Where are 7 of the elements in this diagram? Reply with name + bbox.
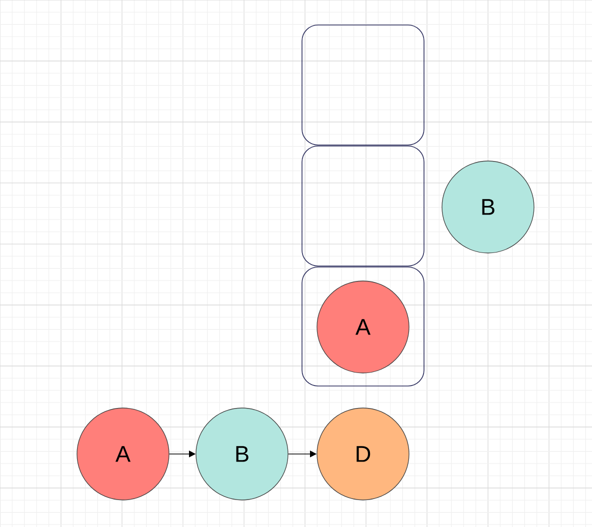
circle-node: D [316, 408, 410, 500]
circle-node: B [196, 408, 288, 500]
rounded-box [302, 24, 424, 146]
rounded-box [302, 146, 424, 266]
circle-node: B [442, 160, 534, 254]
circle-node: A [316, 280, 410, 374]
circle-node: A [76, 408, 170, 500]
